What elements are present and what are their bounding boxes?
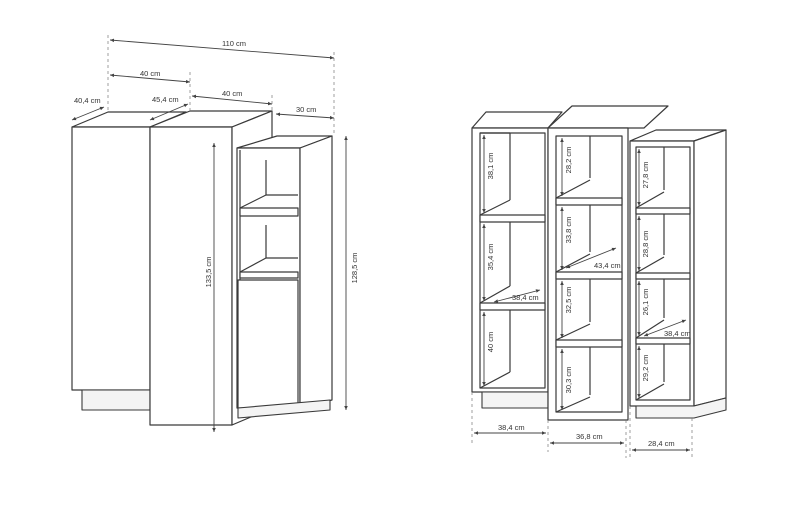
dim-width-c xyxy=(275,112,335,120)
label-bottom-right: 28,4 cm xyxy=(648,439,675,448)
dim-left-shelf-depth xyxy=(493,289,541,303)
dim-mid-shelf-depth xyxy=(565,247,617,269)
label-bottom-mid: 36,8 cm xyxy=(576,432,603,441)
label-width-b: 40 cm xyxy=(222,89,242,98)
label-depth-b: 45,4 cm xyxy=(152,95,179,104)
label-left-col-2: 35,4 cm xyxy=(486,244,495,271)
label-right-col-2: 28,8 cm xyxy=(641,231,650,258)
label-left-col-3: 40 cm xyxy=(486,332,495,352)
label-width-c: 30 cm xyxy=(296,105,316,114)
label-mid-shelf-depth: 43,4 cm xyxy=(594,261,621,270)
dim-width-a xyxy=(109,73,191,84)
label-mid-col-1: 28,2 cm xyxy=(564,147,573,174)
label-left-shelf-depth: 38,4 cm xyxy=(512,293,539,302)
left-cabinet xyxy=(71,111,187,411)
label-width-a: 40 cm xyxy=(140,69,160,78)
label-right-shelf-depth: 38,4 cm xyxy=(664,329,691,338)
left-view-cabinets: 110 cm 40 cm 40 cm 30 cm 40,4 cm 45,4 cm… xyxy=(71,35,359,432)
left-shelf-unit xyxy=(471,111,563,409)
label-depth-a: 40,4 cm xyxy=(74,96,101,105)
right-view-shelving: 38,1 cm 35,4 cm 40 cm 38,4 cm 28,2 cm 33… xyxy=(471,105,727,458)
label-height-right: 128,5 cm xyxy=(350,253,359,284)
label-right-col-3: 26,1 cm xyxy=(641,289,650,316)
label-bottom-left: 38,4 cm xyxy=(498,423,525,432)
right-low-cabinet xyxy=(236,135,333,419)
label-mid-col-3: 32,5 cm xyxy=(564,287,573,314)
label-height-tall: 133,5 cm xyxy=(204,257,213,288)
label-right-col-4: 29,2 cm xyxy=(641,355,650,382)
dim-depth-a xyxy=(71,106,105,121)
label-right-col-1: 27,8 cm xyxy=(641,162,650,189)
dim-depth-b xyxy=(149,103,189,121)
label-left-col-1: 38,1 cm xyxy=(486,153,495,180)
dim-right-shelf-depth xyxy=(643,319,687,337)
dim-width-b xyxy=(191,94,273,106)
label-total-width: 110 cm xyxy=(222,39,246,48)
middle-shelf-unit xyxy=(547,105,669,421)
label-mid-col-2: 33,8 cm xyxy=(564,217,573,244)
dim-total-width xyxy=(109,38,335,60)
right-shelf-unit xyxy=(629,129,727,419)
label-mid-col-4: 30,3 cm xyxy=(564,367,573,394)
